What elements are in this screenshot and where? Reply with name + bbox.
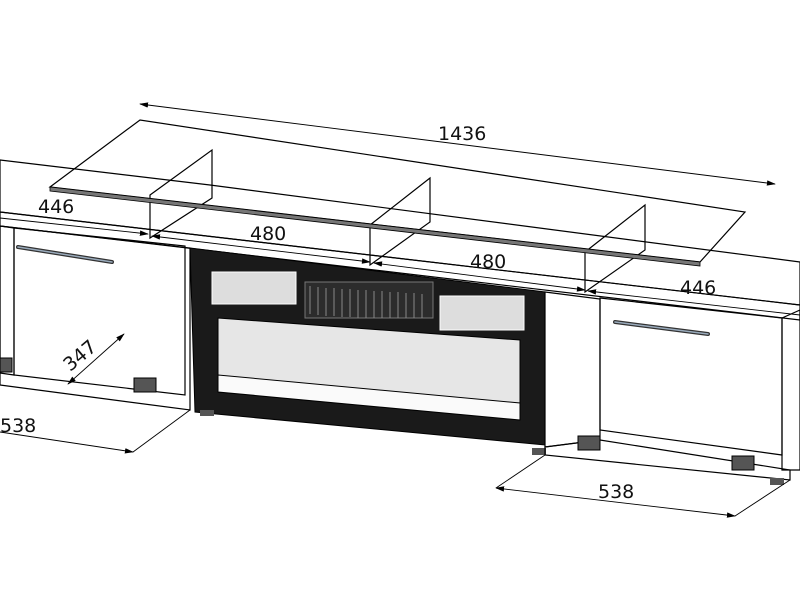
left-side-edge bbox=[0, 225, 15, 376]
support-2 bbox=[369, 176, 431, 267]
dim-overall-width: 1436 bbox=[438, 123, 486, 145]
fireplace-controls bbox=[211, 271, 525, 331]
dim-left-door: 538 bbox=[0, 415, 36, 437]
right-side-edge bbox=[781, 309, 800, 471]
support-3 bbox=[584, 203, 646, 294]
left-hinge-icon bbox=[0, 357, 157, 393]
dim-center-left: 480 bbox=[250, 223, 286, 245]
dim-center-right: 480 bbox=[470, 251, 506, 273]
dim-depth: 347 bbox=[59, 336, 101, 376]
dim-right-door: 538 bbox=[598, 481, 634, 503]
right-hinge-icon bbox=[577, 435, 755, 471]
dim-right-section: 446 bbox=[680, 277, 716, 299]
center-right-side bbox=[544, 291, 601, 448]
right-door bbox=[599, 297, 783, 456]
dim-left-section: 446 bbox=[38, 196, 74, 218]
left-door bbox=[13, 227, 186, 396]
left-compartment bbox=[0, 225, 191, 411]
support-1 bbox=[149, 148, 213, 240]
